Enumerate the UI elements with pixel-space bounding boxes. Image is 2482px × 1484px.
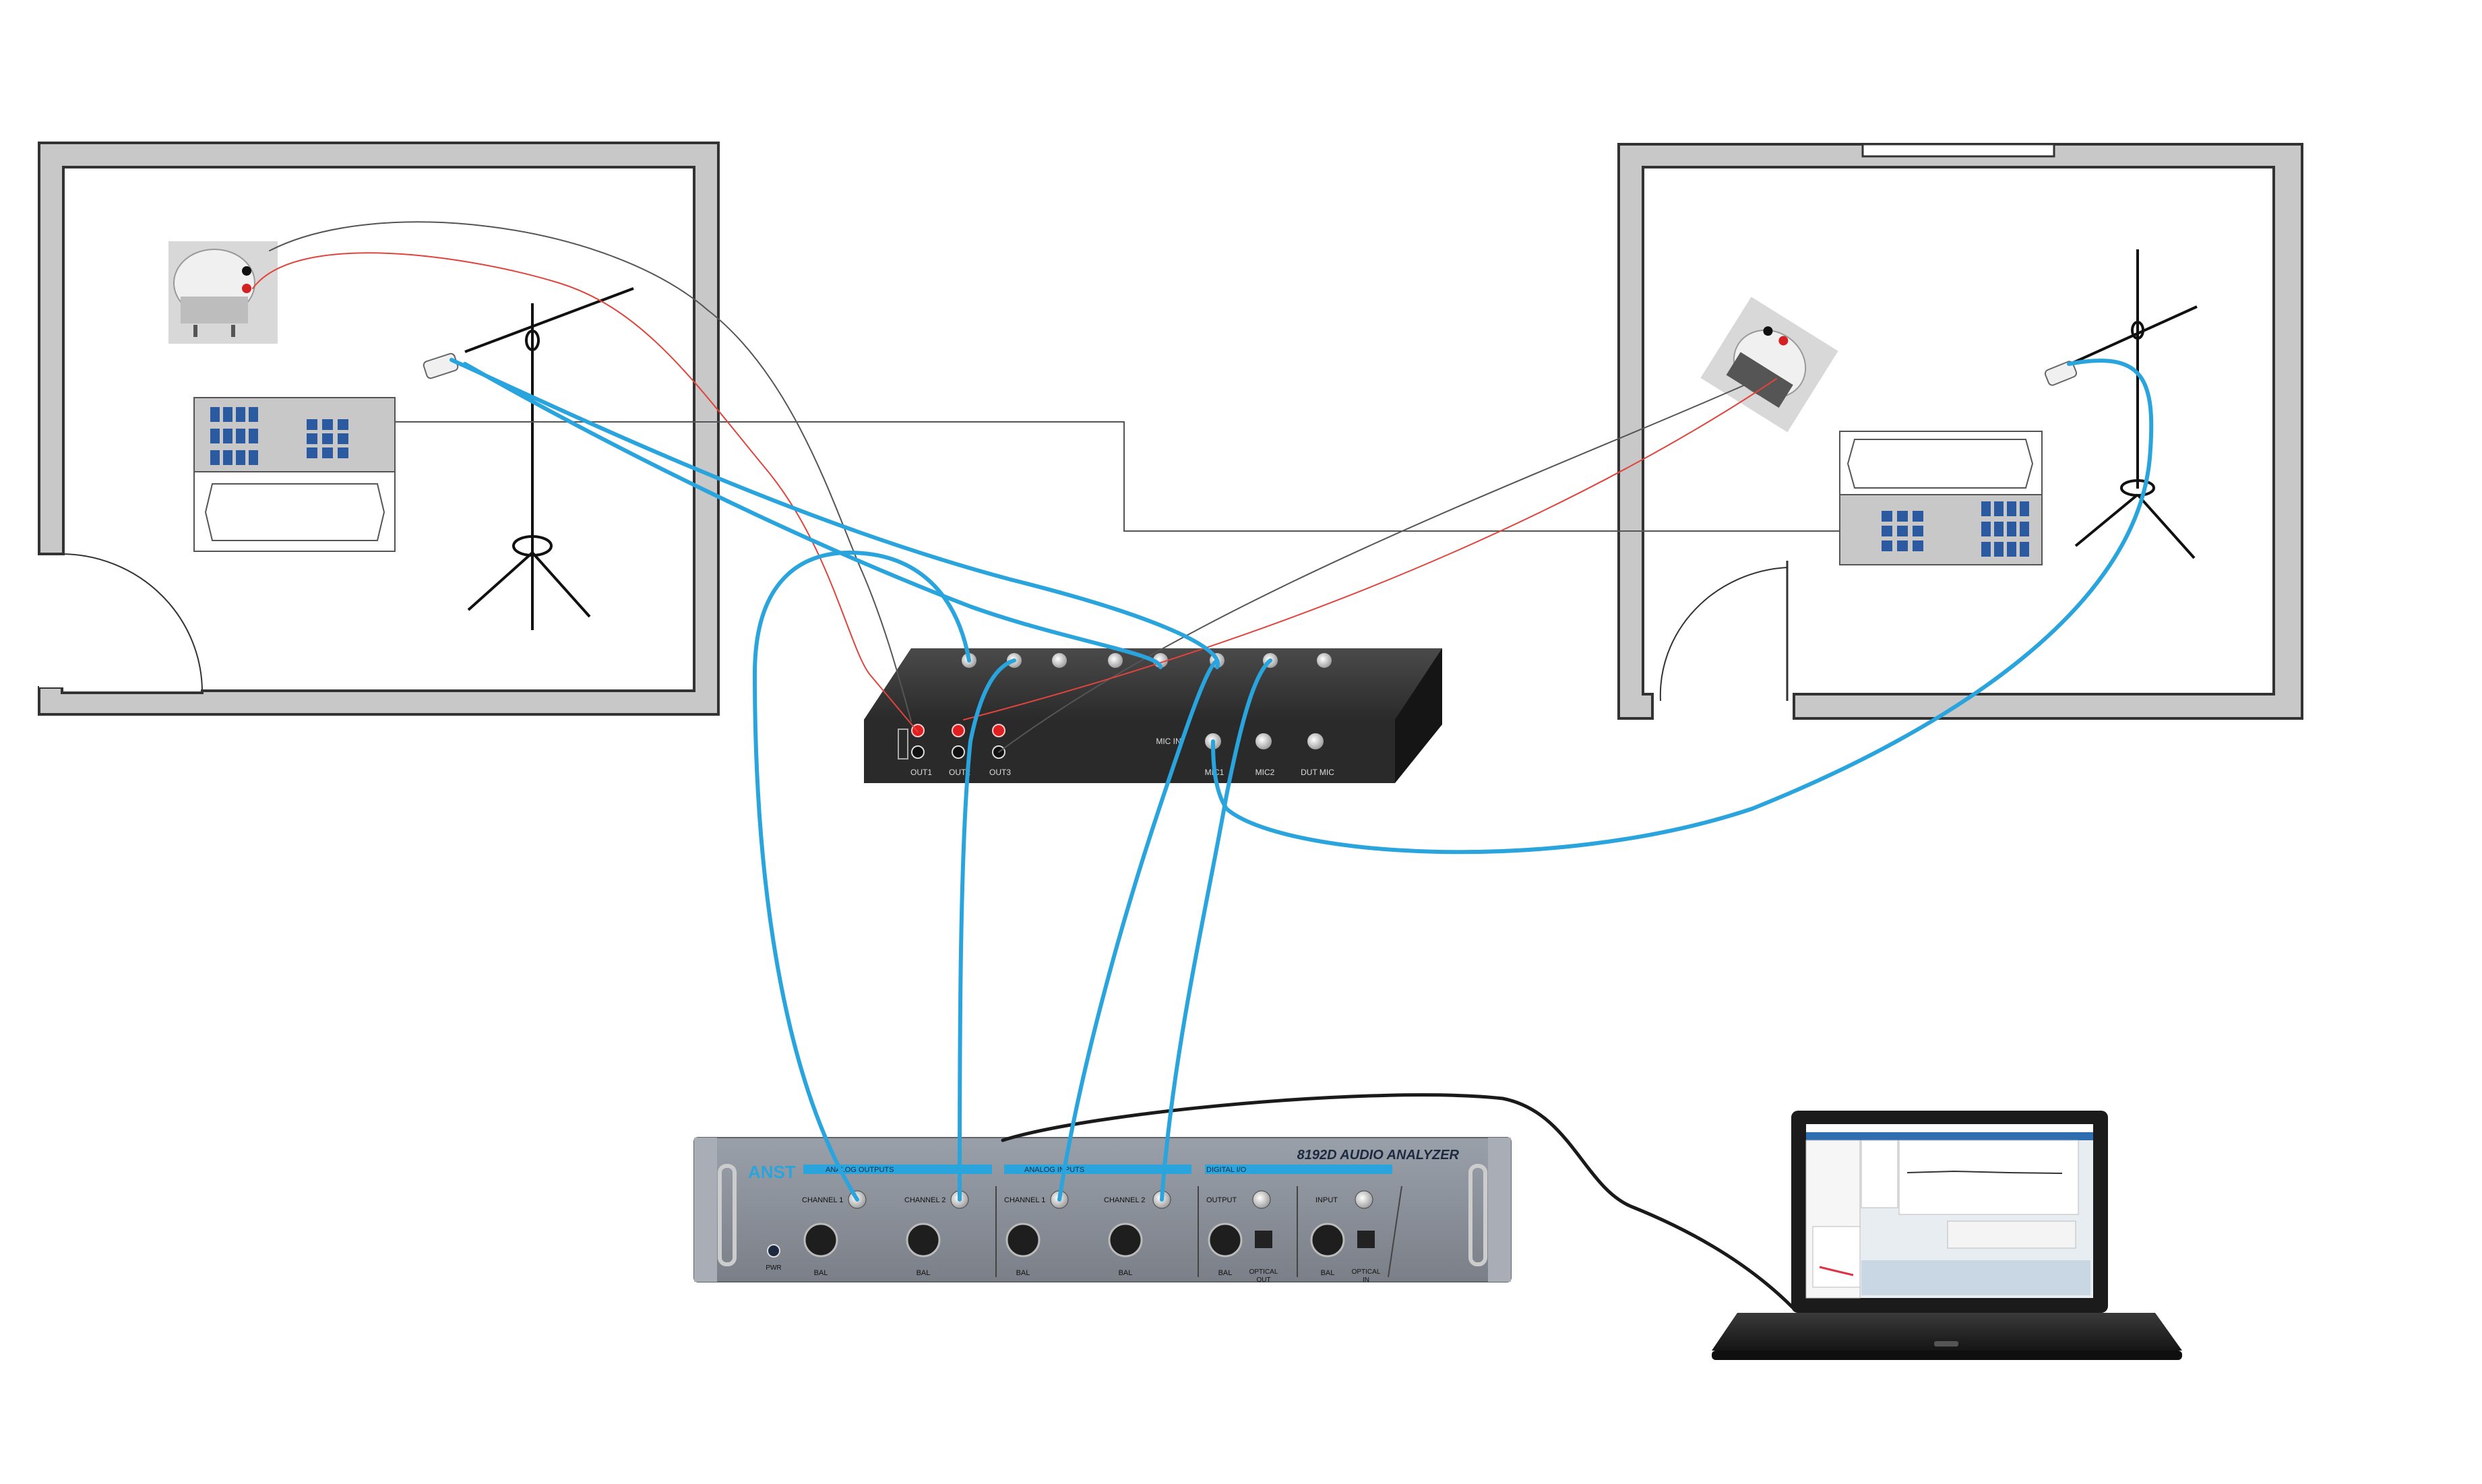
switch-dut-mic-label: DUT MIC [1301,768,1334,777]
cable-blue-left-mic [449,358,1220,669]
digital-io-label: DIGITAL I/O [1206,1166,1247,1174]
cable-laptop [1001,1093,1795,1309]
analyzer-model: 8192D AUDIO ANALYZER [1297,1148,1460,1163]
bal-label-1: BAL [814,1269,828,1277]
right-mic-stand [2055,249,2198,559]
pwr-label: PWR [766,1264,781,1272]
analog-outputs-label: ANALOG OUTPUTS [826,1166,894,1174]
audio-analyzer: ANST 8192D AUDIO ANALYZER ANALOG OUTPUTS… [693,1137,1512,1284]
left-door-swing [63,553,204,693]
left-mic-stand [464,287,634,630]
right-room [1617,143,2303,720]
switch-mic-in-label: MIC IN [1156,737,1181,746]
switch-out3-label: OUT3 [989,768,1011,777]
right-speaker [1700,297,1838,433]
digital-output-label: OUTPUT [1206,1196,1237,1204]
left-control-panel [193,397,396,552]
cable-right-speaker-black [998,378,1760,753]
cable-right-speaker-red [963,378,1777,720]
cable-blue-right-mic [1211,359,2154,855]
optical-out-label-1: OPTICAL [1249,1268,1278,1276]
optical-in-label-1: OPTICAL [1352,1268,1381,1276]
cables [252,221,2154,1309]
cable-left-speaker-red [252,252,919,733]
analyzer-xlr-connectors [803,1223,1375,1258]
bal-label-4: BAL [1119,1269,1133,1277]
cable-blue-out1 [752,550,971,1202]
out-channel1-label: CHANNEL 1 [802,1196,843,1204]
power-button[interactable] [767,1244,780,1258]
switch-mic-jacks [1205,733,1324,749]
switch-mic2-label: MIC2 [1255,768,1275,777]
left-microphone [423,352,459,379]
cable-blue-in2 [1160,658,1272,1202]
bal-label-3: BAL [1016,1269,1030,1277]
left-room [38,142,720,716]
cable-blue-in1 [1057,658,1219,1202]
optical-in-label-2: IN [1363,1276,1369,1284]
right-door-frame [1651,694,1795,718]
bal-label-6: BAL [1321,1269,1335,1277]
cable-blue-left-mic-2 [463,362,1162,669]
in-channel1-label: CHANNEL 1 [1004,1196,1045,1204]
cable-blue-out2 [958,658,1016,1202]
right-control-panel [1839,431,2043,565]
left-speaker [168,241,278,344]
analog-inputs-label: ANALOG INPUTS [1024,1166,1084,1174]
in-channel2-label: CHANNEL 2 [1104,1196,1145,1204]
switch-out1-label: OUT1 [910,768,932,777]
out-channel2-label: CHANNEL 2 [904,1196,945,1204]
cable-left-speaker-black [269,221,912,722]
switch-box: OUT1 OUT2 OUT3 MIC IN MIC1 MIC2 DUT MIC [864,648,1442,783]
digital-input-label: INPUT [1315,1196,1338,1204]
analyzer-brand: ANST [748,1162,796,1182]
laptop [1712,1111,2182,1360]
cable-left-panel [394,421,1840,532]
right-microphone [2044,361,2078,386]
optical-out-label-2: OUT [1256,1276,1270,1284]
bal-label-2: BAL [917,1269,931,1277]
bal-label-5: BAL [1218,1269,1233,1277]
switch-out2-label: OUT2 [949,768,970,777]
